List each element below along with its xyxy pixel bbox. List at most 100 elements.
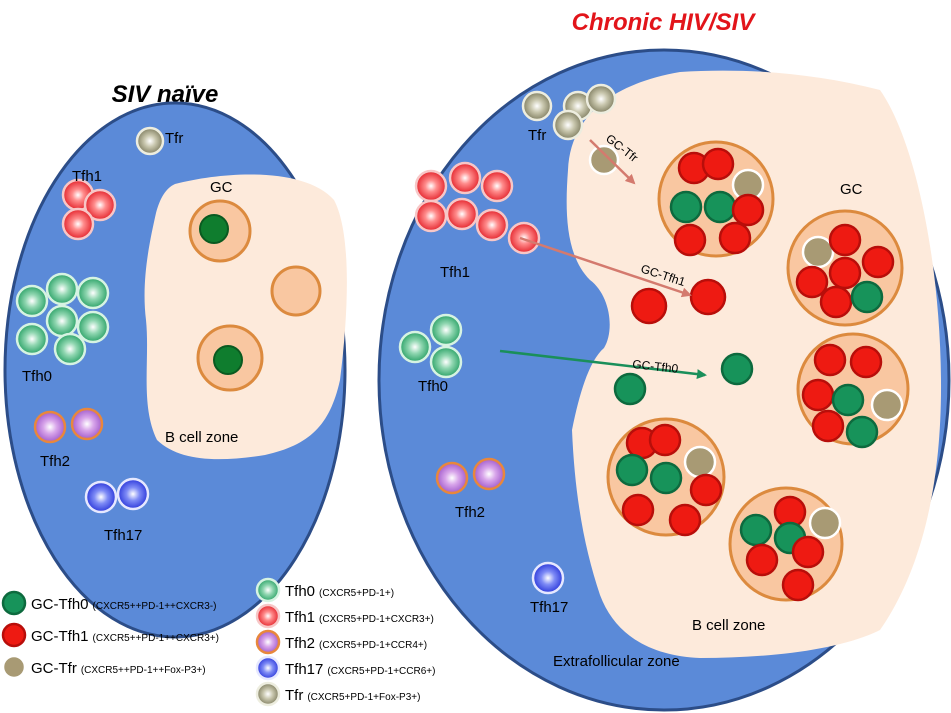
arrow-label-gc-tfh0: GC-Tfh0 [632, 357, 680, 376]
gc-tfh0-cell [850, 280, 884, 314]
gc-tfh0-cell [831, 383, 865, 417]
left-label-tfr: Tfr [165, 130, 183, 147]
tfh2-cell [435, 461, 469, 495]
tfh0-cell [15, 322, 49, 356]
tfh1-cell [61, 207, 95, 241]
left-label-tfh2: Tfh2 [40, 453, 70, 470]
gc-tfh1-cell [828, 256, 862, 290]
tfr-cell [521, 90, 553, 122]
right-label-b-cell-zone: B cell zone [692, 617, 765, 634]
gc-tfh0-cell [649, 461, 683, 495]
gc-tfh1-arrow [519, 236, 692, 298]
tfr-cell [135, 126, 165, 156]
gc-tfh1-cell [701, 147, 735, 181]
right-label-extrafollicular-zone: Extrafollicular zone [553, 653, 680, 670]
gc-tfh0-cell [669, 190, 703, 224]
tfh2-cell [70, 407, 104, 441]
gc-tfr-cell [801, 235, 835, 269]
tfh1-cell [414, 169, 448, 203]
gc-tfh0-cell [720, 352, 754, 386]
tfh0-cell [76, 310, 110, 344]
gc-tfh1-cell [648, 423, 682, 457]
tfh17-cell [84, 480, 118, 514]
legend-item-gc-tfr: GC-Tfr(CXCR5++PD-1++Fox-P3+) [31, 660, 206, 677]
gc-tfh1-cell [781, 568, 815, 602]
tfh0-cell [398, 330, 432, 364]
left-label-tfh17: Tfh17 [104, 527, 142, 544]
left-label-tfh1: Tfh1 [72, 168, 102, 185]
right-label-tfh17: Tfh17 [530, 599, 568, 616]
gc-tfh1-cell [718, 221, 752, 255]
gc-tfh0-cell [739, 513, 773, 547]
tfh0-cell [255, 577, 281, 603]
right-label-tfr: Tfr [528, 127, 546, 144]
gc-tfh1-cell [849, 345, 883, 379]
gc-tfh0-cell [703, 190, 737, 224]
tfh17-cell [255, 655, 281, 681]
tfr-cell [585, 83, 617, 115]
gc-tfh1-cell [801, 378, 835, 412]
tfh17-cell [531, 561, 565, 595]
tfh0-cell [76, 276, 110, 310]
legend-item-tfh1: Tfh1(CXCR5+PD-1+CXCR3+) [285, 609, 434, 626]
gc-tfh1-cell [621, 493, 655, 527]
right-cell-clusters [398, 83, 754, 595]
tfh1-cell [445, 197, 479, 231]
tfh17-cell [116, 477, 150, 511]
gc-tfh0-cell [1, 590, 27, 616]
tfh0-cell [45, 272, 79, 306]
right-label-tfh1: Tfh1 [440, 264, 470, 281]
gc-tfh1-cell [811, 409, 845, 443]
left-label-tfh0: Tfh0 [22, 368, 52, 385]
gc-tfr-cell [683, 445, 717, 479]
left-label-gc: GC [210, 179, 233, 196]
gc-tfh0-cell [845, 415, 879, 449]
gc-tfh1-cell [819, 285, 853, 319]
tfh0-cell [45, 304, 79, 338]
gc-tfh1-cell [731, 193, 765, 227]
gc-tfh1-cell [689, 278, 727, 316]
tfr-cell [255, 681, 281, 707]
legend-item-gc-tfh0: GC-Tfh0(CXCR5++PD-1++CXCR3-) [31, 596, 216, 613]
left-label-b-cell-zone: B cell zone [165, 429, 238, 446]
gc-tfr-cell [588, 144, 620, 176]
tfh0-cell [429, 313, 463, 347]
legend: GC-Tfh0(CXCR5++PD-1++CXCR3-)GC-Tfh1(CXCR… [1, 577, 435, 707]
gc-tfh0-cell [213, 345, 243, 375]
tfh0-cell [53, 332, 87, 366]
left-cell-clusters [15, 126, 165, 514]
legend-item-tfh17: Tfh17(CXCR5+PD-1+CCR6+) [285, 661, 435, 678]
gc-tfh0-cell [615, 453, 649, 487]
gc-tfr-cell [1, 654, 27, 680]
gc-tfr-cell [808, 506, 842, 540]
gc-tfh1-cell [1, 622, 27, 648]
tfh1-cell [83, 188, 117, 222]
gc-tfh1-cell [791, 535, 825, 569]
legend-item-tfr: Tfr(CXCR5+PD-1+Fox-P3+) [285, 687, 420, 704]
tfh1-cell [448, 161, 482, 195]
legend-item-tfh0: Tfh0(CXCR5+PD-1+) [285, 583, 394, 600]
gc-tfr-arrow [589, 139, 636, 185]
gc-tfh1-cell [673, 223, 707, 257]
tfh1-cell [475, 208, 509, 242]
gc-tfh0-cell [199, 214, 229, 244]
gc-tfh1-cell [745, 543, 779, 577]
left-gc-circles [188, 199, 322, 392]
gc-tfh1-cell [668, 503, 702, 537]
gc-circle [270, 265, 322, 317]
gc-tfh0-arrow [499, 349, 707, 380]
tfh1-cell [414, 199, 448, 233]
right-label-gc: GC [840, 181, 863, 198]
tfh0-cell [429, 345, 463, 379]
gc-tfr-cell [870, 388, 904, 422]
right-label-tfh2: Tfh2 [455, 504, 485, 521]
gc-tfh1-cell [813, 343, 847, 377]
gc-tfh1-cell [630, 287, 668, 325]
right-panel-title: Chronic HIV/SIV [572, 9, 757, 36]
gc-tfh1-cell [828, 223, 862, 257]
tfh2-cell [472, 457, 506, 491]
tfr-cell [552, 109, 584, 141]
right-label-tfh0: Tfh0 [418, 378, 448, 395]
gc-tfh0-cell [613, 372, 647, 406]
